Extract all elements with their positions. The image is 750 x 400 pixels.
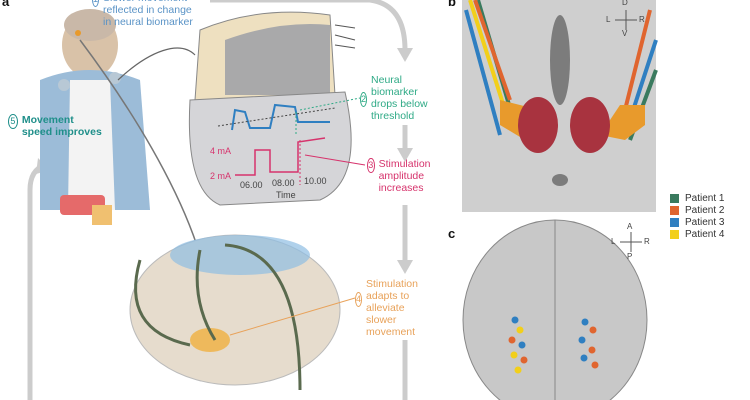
panel-label-b: b bbox=[448, 0, 456, 9]
step-text: Slower movement reflected in change in n… bbox=[103, 0, 193, 28]
legend-item-patient-3: Patient 3 bbox=[670, 216, 724, 228]
neurostimulator-device bbox=[188, 11, 366, 206]
swatch bbox=[670, 217, 679, 227]
compass-c-left: L bbox=[611, 237, 616, 246]
compass-b-left: L bbox=[606, 15, 611, 24]
x-tick-1000: 10.00 bbox=[304, 176, 327, 186]
legend-label: Patient 1 bbox=[685, 192, 725, 204]
step-3: 3 Stimulation amplitude increases bbox=[367, 158, 442, 194]
swatch bbox=[670, 205, 679, 215]
legend-item-patient-1: Patient 1 bbox=[670, 192, 724, 204]
panel-label-a: a bbox=[2, 0, 10, 9]
compass-b-down: V bbox=[622, 29, 628, 38]
y-label-4ma: 4 mA bbox=[210, 146, 232, 156]
compass-arrows bbox=[615, 10, 642, 252]
step-4: 4 Stimulation adapts to alleviate slower… bbox=[355, 278, 430, 338]
legend-label: Patient 2 bbox=[685, 204, 725, 216]
arrow-1-to-2 bbox=[210, 0, 408, 51]
step-1: 1 Slower movement reflected in change in… bbox=[92, 0, 202, 28]
step-text: Neural biomarker drops below threshold bbox=[371, 74, 428, 122]
panel-b-mri bbox=[462, 0, 658, 212]
step-number: 5 bbox=[8, 114, 18, 129]
step-number: 1 bbox=[92, 0, 100, 7]
compass-c-right: R bbox=[644, 237, 650, 246]
step-2: 2 Neural biomarker drops below threshold bbox=[360, 74, 440, 122]
electrode-contacts bbox=[508, 316, 599, 374]
x-tick-0800: 08.00 bbox=[272, 178, 295, 188]
step-number: 3 bbox=[367, 158, 375, 173]
step-5: 5 Movement speed improves bbox=[8, 114, 103, 138]
step-text: Stimulation amplitude increases bbox=[378, 158, 431, 194]
legend-item-patient-4: Patient 4 bbox=[670, 228, 724, 240]
step-text: Stimulation adapts to alleviate slower m… bbox=[366, 278, 418, 338]
x-tick-0600: 06.00 bbox=[240, 180, 263, 190]
legend-label: Patient 4 bbox=[685, 228, 725, 240]
legend-item-patient-2: Patient 2 bbox=[670, 204, 724, 216]
y-label-2ma: 2 mA bbox=[210, 171, 232, 181]
step-text: Movement speed improves bbox=[21, 114, 102, 138]
panel-c-brain bbox=[462, 219, 648, 400]
legend-label: Patient 3 bbox=[685, 216, 725, 228]
step-number: 4 bbox=[355, 292, 363, 307]
panel-label-c: c bbox=[448, 226, 456, 241]
compass-b-up: D bbox=[622, 0, 628, 7]
swatch bbox=[670, 229, 679, 239]
compass-c-down: P bbox=[627, 252, 633, 261]
compass-c-up: A bbox=[627, 222, 633, 231]
compass-b-right: R bbox=[639, 15, 645, 24]
brain-with-leads bbox=[129, 234, 356, 391]
step-number: 2 bbox=[360, 92, 368, 107]
x-axis-label: Time bbox=[276, 190, 296, 200]
swatch bbox=[670, 193, 679, 203]
legend: Patient 1 Patient 2 Patient 3 Patient 4 bbox=[670, 192, 724, 240]
patient-figure bbox=[40, 9, 211, 301]
